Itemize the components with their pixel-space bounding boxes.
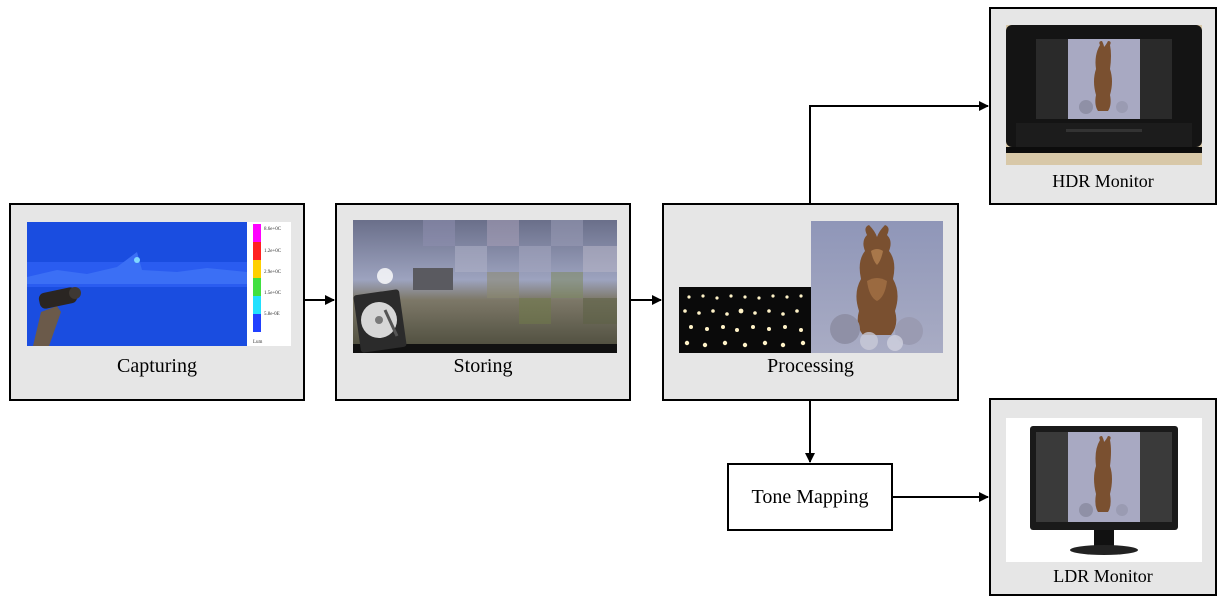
camera-icon (33, 287, 81, 346)
light-points-image (679, 287, 811, 353)
capturing-node: 8.6e+0C 1.2e+0C 2.9e+0C 1.5e+0C 5.8e-0E … (9, 203, 305, 401)
panorama-image (353, 220, 617, 353)
tone-mapping-node: Tone Mapping (727, 463, 893, 531)
ldr-monitor-node: LDR Monitor (989, 398, 1217, 596)
colorbar-tick-3: 2.9e+0C (264, 270, 282, 275)
processing-node: Processing (662, 203, 959, 401)
ldr-monitor-image (1006, 418, 1202, 562)
luminance-colorbar: 8.6e+0C 1.2e+0C 2.9e+0C 1.5e+0C 5.8e-0E … (253, 224, 282, 345)
colorbar-tick-1: 8.6e+0C (264, 227, 282, 232)
colorbar-tick-5: 5.8e-0E (264, 312, 280, 317)
hard-drive-icon (353, 289, 407, 353)
rendered-statue-image (811, 221, 943, 353)
hdr-monitor-image (1006, 25, 1202, 165)
processing-label: Processing (767, 355, 854, 377)
ldr-monitor-label: LDR Monitor (1053, 566, 1153, 586)
colorbar-tick-2: 1.2e+0C (264, 249, 282, 254)
storing-node: Storing (335, 203, 631, 401)
arrow-processing-to-hdr (809, 101, 989, 203)
tone-mapping-label: Tone Mapping (751, 485, 869, 508)
hdr-monitor-node: HDR Monitor (989, 7, 1217, 205)
hdr-monitor-label: HDR Monitor (1052, 171, 1154, 191)
false-color-luminance-image: 8.6e+0C 1.2e+0C 2.9e+0C 1.5e+0C 5.8e-0E … (27, 222, 291, 346)
colorbar-tick-4: 1.5e+0C (264, 291, 282, 296)
storing-label: Storing (453, 355, 513, 377)
capturing-label: Capturing (117, 355, 197, 377)
colorbar-unit: Lum (253, 340, 263, 345)
